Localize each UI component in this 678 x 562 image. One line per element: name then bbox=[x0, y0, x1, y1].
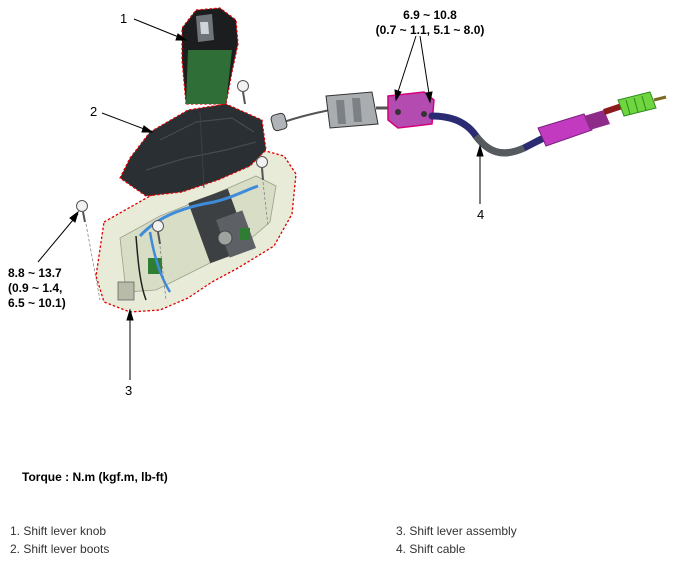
legend-item-4: 4. Shift cable bbox=[396, 542, 466, 556]
shift-lever-boots bbox=[119, 103, 267, 197]
torque-left-line1: 8.8 ~ 13.7 bbox=[8, 266, 62, 280]
legend-item-3: 3. Shift lever assembly bbox=[396, 524, 517, 538]
callout-3: 3 bbox=[125, 383, 133, 398]
callout-1: 1 bbox=[120, 11, 128, 26]
shift-lever-assembly bbox=[95, 149, 297, 313]
bolt-knob-side bbox=[237, 80, 249, 105]
legend-item-1: 1. Shift lever knob bbox=[10, 524, 107, 538]
torque-spec-right: 6.9 ~ 10.8 (0.7 ~ 1.1, 5.1 ~ 8.0) bbox=[368, 8, 492, 38]
shift-cable bbox=[270, 91, 667, 157]
torque-left-line2: (0.9 ~ 1.4, bbox=[8, 281, 63, 295]
callout-2: 2 bbox=[90, 104, 98, 119]
shift-lever-knob bbox=[181, 7, 239, 105]
bolt-bracket-center bbox=[152, 220, 167, 301]
torque-left-line3: 6.5 ~ 10.1) bbox=[8, 296, 66, 310]
legend-item-2: 2. Shift lever boots bbox=[10, 542, 110, 556]
bolt-bracket-top bbox=[256, 156, 269, 227]
torque-units-title: Torque : N.m (kgf.m, lb-ft) bbox=[22, 470, 168, 484]
callout-4: 4 bbox=[477, 207, 485, 222]
torque-spec-left: 8.8 ~ 13.7 (0.9 ~ 1.4, 6.5 ~ 10.1) bbox=[8, 266, 66, 311]
torque-right-line2: (0.7 ~ 1.1, 5.1 ~ 8.0) bbox=[375, 23, 485, 37]
leader-lines bbox=[37, 18, 484, 380]
torque-right-line1: 6.9 ~ 10.8 bbox=[403, 8, 457, 22]
bolt-left bbox=[76, 200, 101, 301]
